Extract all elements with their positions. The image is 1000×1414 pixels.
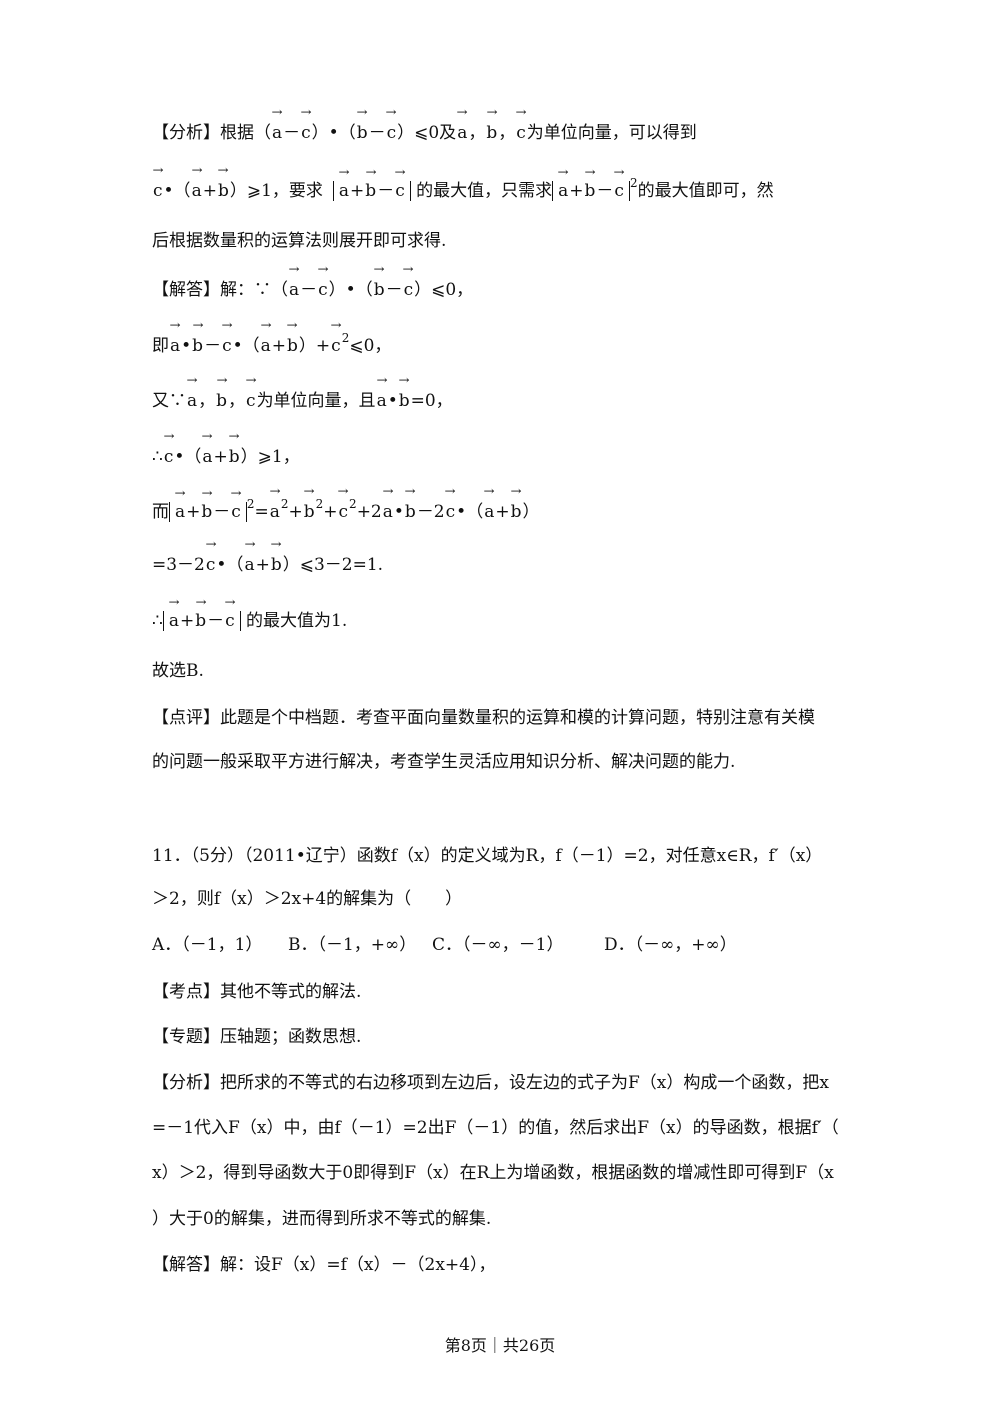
kaodian-label: 【考点】 — [152, 982, 220, 1002]
solution1-line3: 又∵a，b，c为单位向量，且a•b=0， — [152, 389, 453, 413]
solution1-line8: 故选B. — [152, 661, 204, 681]
option-a: A．（－1，1） — [152, 935, 263, 955]
solution1-line4: ∴c•（a+b）⩾1， — [152, 445, 300, 469]
page-footer: 第8页｜共26页 — [444, 1336, 556, 1355]
option-b: B．（－1，+∞） — [288, 935, 417, 955]
zhuanti-label: 【专题】 — [152, 1027, 220, 1047]
analysis2-line2: =－1代入F（x）中，由f（－1）=2出F（－1）的值，然后求出F（x）的导函数… — [152, 1118, 839, 1138]
analysis2-line3: x）＞2，得到导函数大于0即得到F（x）在R上为增函数，根据函数的增减性即可得到… — [152, 1163, 834, 1183]
analysis2-line4: ）大于0的解集，进而得到所求不等式的解集. — [152, 1209, 492, 1229]
solution2-line1: 【解答】解：设F（x）=f（x）－（2x+4）， — [152, 1255, 496, 1275]
q11-line2: ＞2，则f（x）＞2x+4的解集为（ ） — [152, 889, 463, 909]
analysis1-label: 【分析】 — [152, 123, 220, 143]
option-c: C．（－∞，－1） — [432, 935, 564, 955]
analysis2-line1: 【分析】把所求的不等式的右边移项到左边后，设左边的式子为F（x）构成一个函数，把… — [152, 1073, 829, 1093]
solution1-label: 【解答】 — [152, 280, 220, 300]
comment-label: 【点评】 — [152, 708, 220, 728]
q11-line1: 11．（5分）（2011•辽宁）函数f（x）的定义域为R，f（－1）=2，对任意… — [152, 846, 823, 866]
analysis2-label: 【分析】 — [152, 1073, 220, 1093]
option-d: D．（－∞，+∞） — [604, 935, 737, 955]
solution1-line1: 【解答】解：∵（a－c）•（b－c）⩽0， — [152, 278, 473, 302]
solution1-line7: ∴a+b－c 的最大值为1. — [152, 609, 347, 633]
solution2-label: 【解答】 — [152, 1255, 220, 1275]
solution1-line6: =3－2c•（a+b）⩽3－2=1. — [152, 553, 383, 577]
solution1-line5: 而a+b－c2=a2+b2+c2+2a•b－2c•（a+b） — [152, 497, 539, 525]
analysis1-line1: 【分析】根据（a－c）•（b－c）⩽0及a，b，c为单位向量，可以得到 — [152, 121, 697, 145]
comment-line1: 【点评】此题是个中档题．考查平面向量数量积的运算和模的计算问题，特别注意有关模 — [152, 708, 815, 728]
analysis1-line3: 后根据数量积的运算法则展开即可求得. — [152, 231, 447, 251]
kaodian-line: 【考点】其他不等式的解法. — [152, 982, 362, 1002]
comment-line2: 的问题一般采取平方进行解决，考查学生灵活应用知识分析、解决问题的能力. — [152, 752, 736, 772]
zhuanti-line: 【专题】压轴题；函数思想. — [152, 1027, 362, 1047]
q11-options: A．（－1，1） B．（－1，+∞） C．（－∞，－1） D．（－∞，+∞） — [152, 933, 737, 957]
solution1-line2: 即a•b－c•（a+b）+c2⩽0， — [152, 331, 391, 359]
